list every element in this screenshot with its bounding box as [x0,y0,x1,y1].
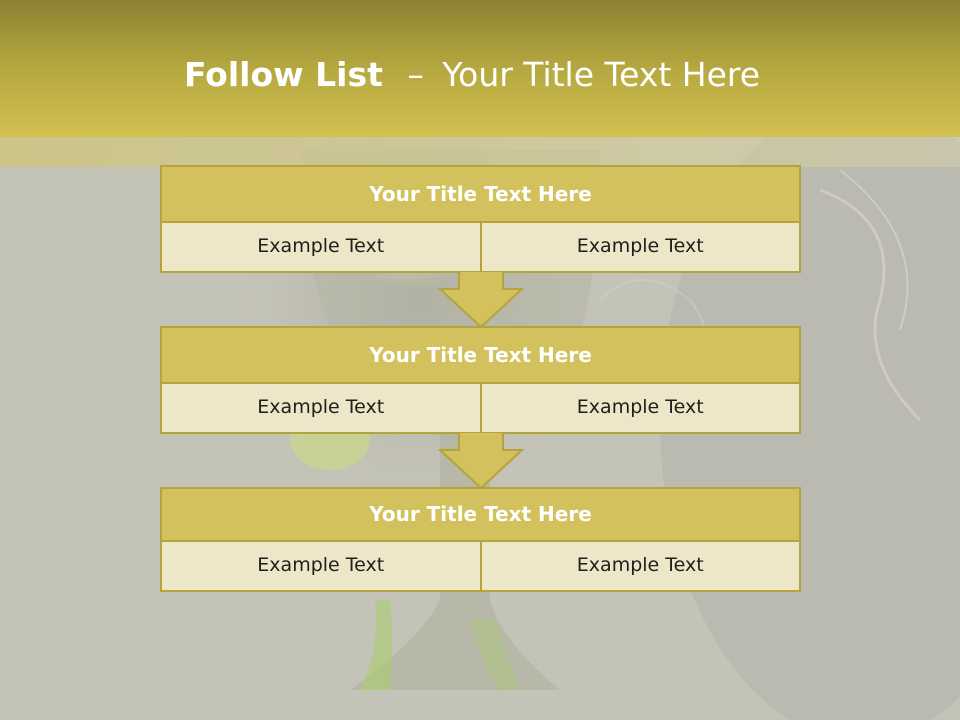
title-dash: – [407,55,424,94]
step-title: Your Title Text Here [160,326,801,384]
step-box-1: Your Title Text Here Example Text Exampl… [160,165,801,273]
down-arrow-icon [438,271,524,329]
title-banner [0,0,960,137]
step-cell-left: Example Text [160,384,482,434]
step-cell-right: Example Text [481,384,801,434]
step-box-2: Your Title Text Here Example Text Exampl… [160,326,801,434]
step-cell-right: Example Text [481,223,801,273]
banner-strip [0,137,960,167]
step-cell-left: Example Text [160,223,482,273]
title-bold: Follow List [183,55,383,94]
step-box-3: Your Title Text Here Example Text Exampl… [160,487,801,592]
page-title: Follow List – Your Title Text Here [0,52,944,98]
step-title: Your Title Text Here [160,487,801,542]
title-rest: Your Title Text Here [442,55,761,94]
step-cell-left: Example Text [160,542,482,592]
step-row: Example Text Example Text [160,542,801,592]
step-title: Your Title Text Here [160,165,801,223]
step-cell-right: Example Text [481,542,801,592]
down-arrow-icon [438,432,524,490]
step-row: Example Text Example Text [160,223,801,273]
step-row: Example Text Example Text [160,384,801,434]
